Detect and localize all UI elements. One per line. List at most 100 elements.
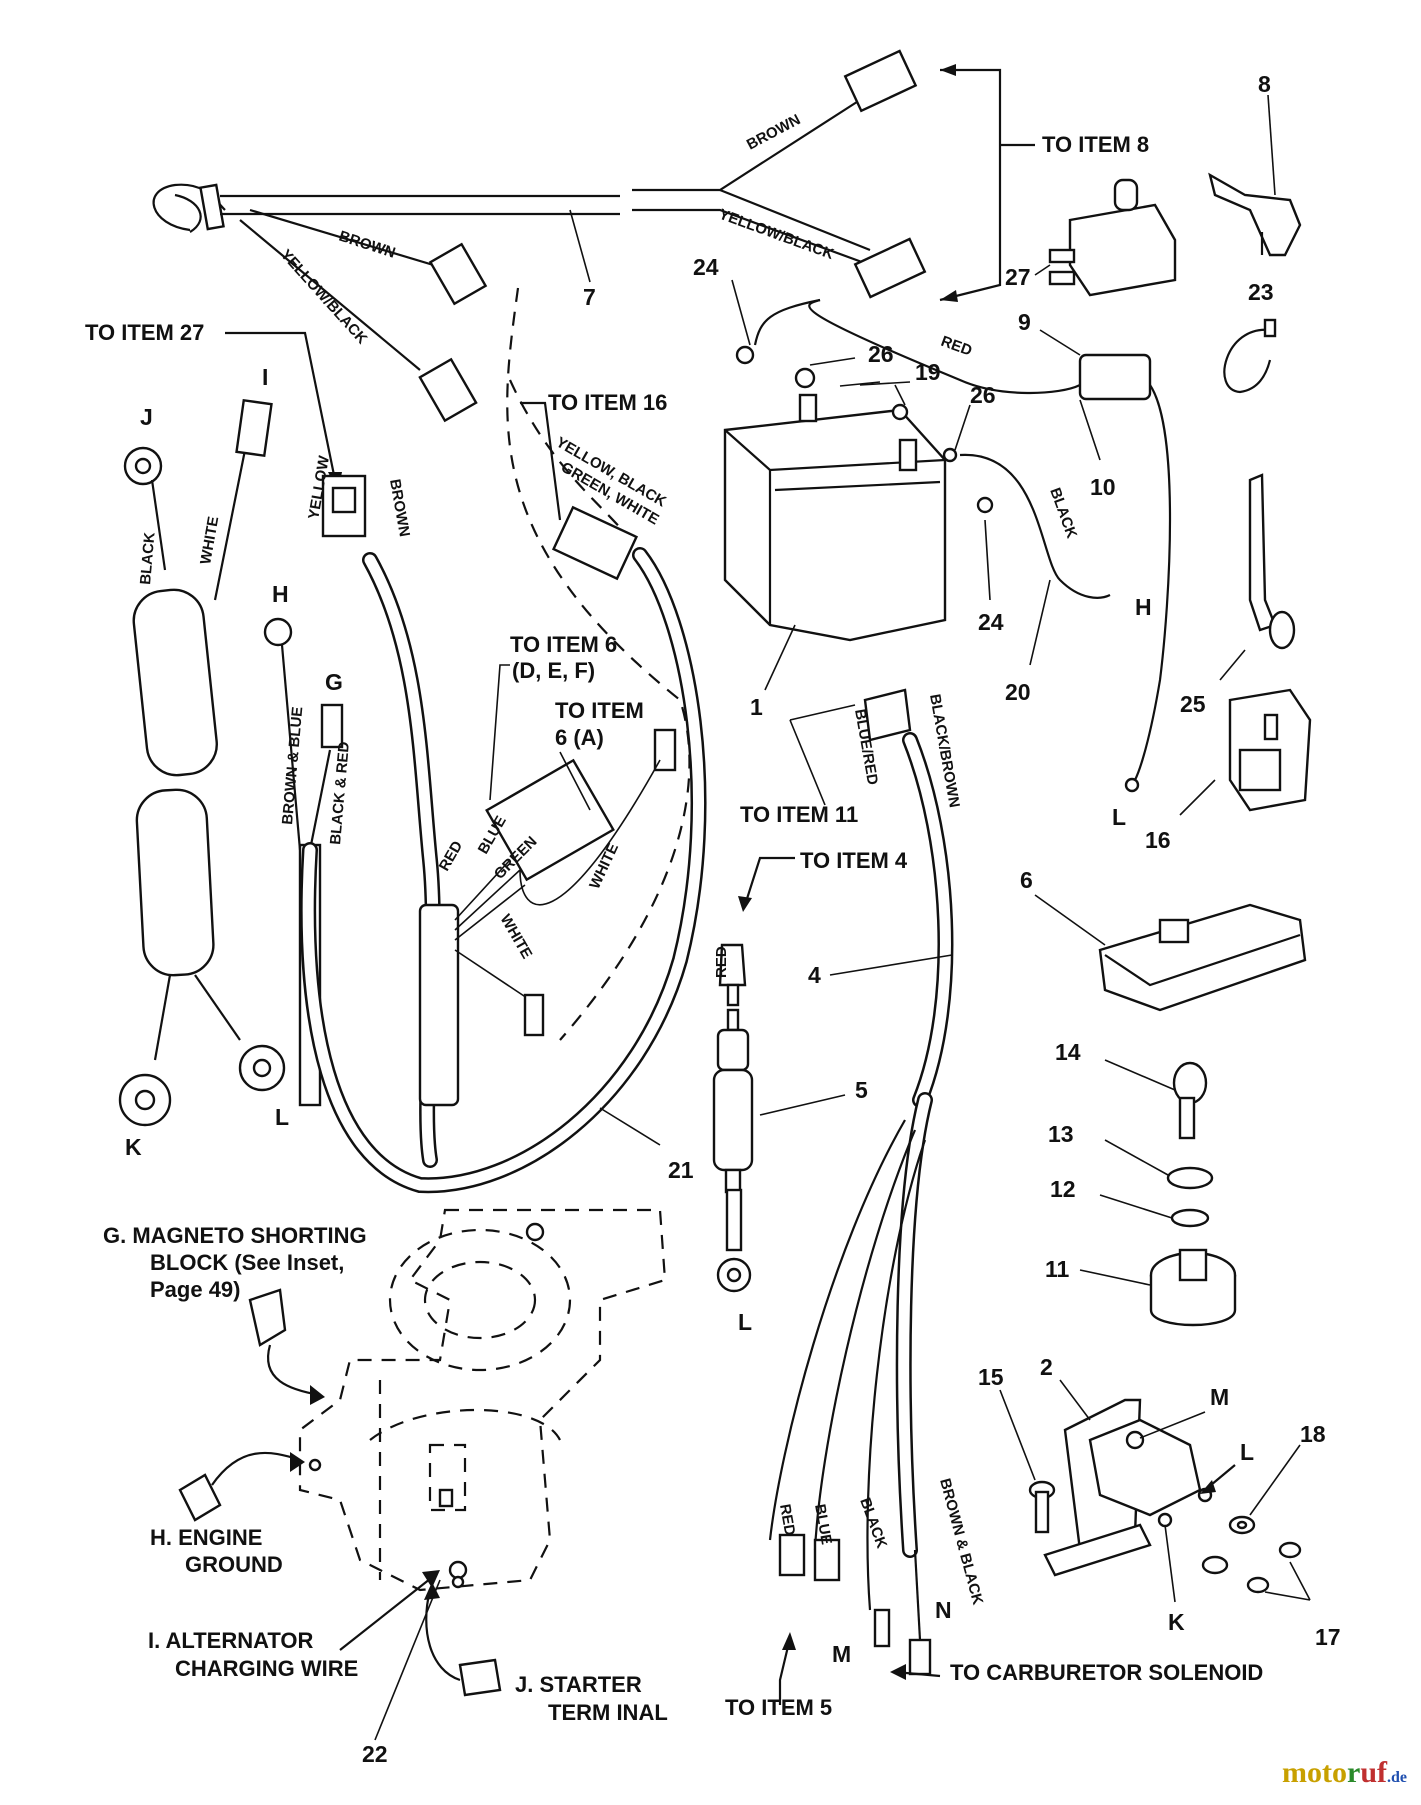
- leader-4: [829, 954, 953, 976]
- to-item-11-label: TO ITEM 11: [740, 802, 858, 827]
- wire-label-brown-blue: BROWN & BLUE: [279, 706, 306, 825]
- leader-5: [759, 1094, 846, 1116]
- connector-item-6: [1098, 903, 1307, 1012]
- leader-9: [1039, 329, 1081, 356]
- to-item-6def-line2: (D, E, F): [512, 658, 595, 683]
- main-harness-item-21: [300, 474, 707, 1194]
- harness-item-7: [152, 49, 927, 423]
- wire-label-black-j: BLACK: [137, 531, 159, 585]
- wire-label-brown-top: BROWN: [744, 111, 803, 153]
- leader-to-item-5: [778, 1637, 792, 1705]
- leader-to-item-11-b: [789, 719, 826, 806]
- callout-5: 5: [855, 1077, 868, 1103]
- ignition-switch-item-11: [1149, 1248, 1237, 1327]
- callout-22: 22: [362, 1741, 388, 1767]
- wire-label-red-fuse: RED: [713, 946, 730, 978]
- leader-21: [599, 1107, 661, 1146]
- relay-item-16: [1228, 688, 1312, 812]
- wire-label-brown-left: BROWN: [337, 228, 398, 262]
- to-item-5-label: TO ITEM 5: [725, 1695, 832, 1720]
- wire-label-red-batt: RED: [939, 333, 975, 360]
- to-item-4-label: TO ITEM 4: [800, 848, 908, 873]
- engine-label-g3: Page 49): [150, 1277, 241, 1302]
- wire-label-red-s: RED: [436, 838, 467, 874]
- callout-24-right: 24: [978, 609, 1004, 635]
- leader-24-right: [984, 519, 991, 601]
- callout-23: 23: [1248, 279, 1274, 305]
- callout-14: 14: [1055, 1039, 1081, 1065]
- engine-callouts: G. MAGNETO SHORTING BLOCK (See Inset, Pa…: [103, 1223, 668, 1767]
- engine-outline: [298, 1208, 667, 1592]
- callout-7: 7: [583, 284, 596, 310]
- nut-item-13: [1166, 1166, 1214, 1190]
- wire-label-black-batt: BLACK: [1046, 486, 1080, 541]
- wire-label-yellow-black-top: YELLOW/BLACK: [717, 206, 837, 263]
- leader-17: [1264, 1561, 1311, 1601]
- leader-14: [1104, 1059, 1176, 1091]
- letter-M-right: M: [1210, 1384, 1229, 1410]
- to-item-27-callout: TO ITEM 27: [85, 320, 342, 492]
- wire-label-white-s1: WHITE: [497, 912, 536, 962]
- leader-to-item-4: [743, 856, 795, 906]
- callout-11: 11: [1045, 1256, 1070, 1282]
- to-item-16-label: TO ITEM 16: [548, 390, 667, 415]
- wire-label-black-red: BLACK & RED: [327, 741, 353, 846]
- engine-label-j1: J. STARTER: [515, 1672, 642, 1697]
- battery-item-1: [723, 393, 947, 642]
- wire-label-white-i: WHITE: [197, 515, 222, 566]
- letter-K-solenoid: K: [1168, 1609, 1185, 1635]
- callout-13: 13: [1048, 1121, 1074, 1147]
- wire-label-brown-black: BROWN & BLACK: [936, 1477, 986, 1607]
- letter-L-solenoid: L: [1240, 1439, 1254, 1465]
- callout-27: 27: [1005, 264, 1031, 290]
- wire-label-black-lead: BLACK: [856, 1496, 890, 1551]
- engine-label-i1: I. ALTERNATOR: [148, 1628, 314, 1653]
- callout-9: 9: [1018, 309, 1031, 335]
- leader-7: [569, 209, 591, 283]
- letter-K-left: K: [125, 1134, 142, 1160]
- leader-27: [1034, 264, 1051, 276]
- letter-L-left: L: [275, 1104, 289, 1130]
- watermark-logo: motoruf.de: [1282, 1756, 1407, 1790]
- fuse-item-5: [712, 943, 754, 1293]
- bracket-item-8: [1208, 172, 1302, 257]
- wire-label-brown-plug: BROWN: [386, 478, 413, 538]
- to-item-16-callout: TO ITEM 16: [520, 390, 667, 521]
- engine-label-g1: G. MAGNETO SHORTING: [103, 1223, 367, 1248]
- leader-8: [1267, 94, 1276, 196]
- callout-26-top: 26: [868, 341, 894, 367]
- callout-16: 16: [1145, 827, 1171, 853]
- leader-25: [1219, 649, 1246, 681]
- battery-hardware: [735, 298, 1111, 599]
- callout-15: 15: [978, 1364, 1004, 1390]
- wire-label-blue-lead: BLUE: [811, 1503, 835, 1546]
- letter-G: G: [325, 669, 343, 695]
- to-item-6-callouts: TO ITEM 6 (D, E, F) TO ITEM 6 (A): [489, 632, 644, 811]
- leader-26-top: [809, 357, 856, 366]
- callout-12: 12: [1050, 1176, 1076, 1202]
- washer-item-12: [1170, 1208, 1210, 1228]
- leader-2: [1059, 1379, 1091, 1421]
- watermark-part-c: uf: [1360, 1756, 1387, 1789]
- callout-25: 25: [1180, 691, 1206, 717]
- watermark-part-d: .de: [1387, 1769, 1407, 1786]
- callout-2: 2: [1040, 1354, 1053, 1380]
- leader-1: [764, 624, 796, 691]
- letter-L-fuse: L: [738, 1309, 752, 1335]
- leader-11: [1079, 1269, 1151, 1286]
- engine-label-i2: CHARGING WIRE: [175, 1656, 358, 1681]
- fuse-holder-item-9: [808, 298, 1172, 793]
- leader-20: [1029, 579, 1051, 666]
- watermark-part-a: moto: [1282, 1756, 1347, 1789]
- lever-item-25: [1248, 473, 1296, 650]
- to-item-27-label: TO ITEM 27: [85, 320, 204, 345]
- letter-L-right: L: [1112, 804, 1126, 830]
- letter-M-bottom: M: [832, 1641, 851, 1667]
- letter-J: J: [140, 404, 153, 430]
- letter-N: N: [935, 1597, 952, 1623]
- letter-H-left: H: [272, 581, 289, 607]
- leader-12: [1099, 1194, 1173, 1219]
- callout-24-top: 24: [693, 254, 719, 280]
- engine-label-h1: H. ENGINE: [150, 1525, 262, 1550]
